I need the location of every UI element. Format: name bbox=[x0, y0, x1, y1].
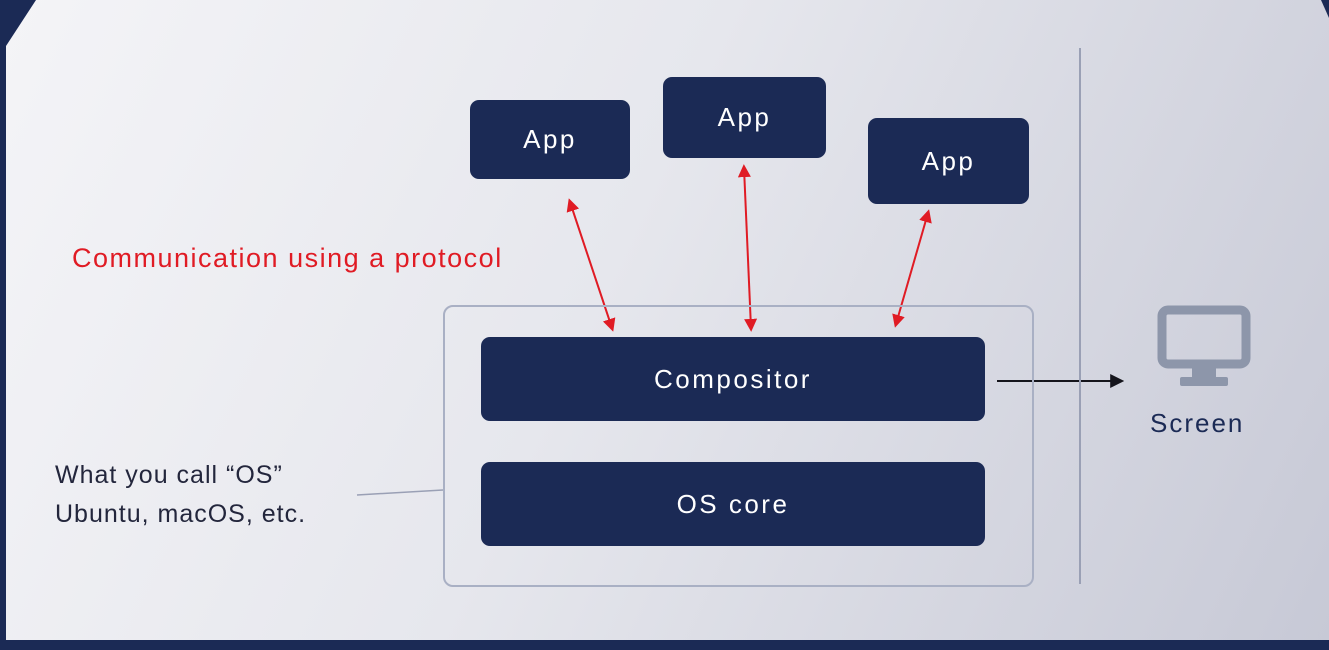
os-note-line1: What you call “OS” bbox=[55, 461, 283, 489]
os-container-box bbox=[443, 305, 1034, 587]
app-label: App bbox=[523, 124, 577, 154]
os-note-line2: Ubuntu, macOS, etc. bbox=[55, 500, 307, 528]
compositor-label: Compositor bbox=[654, 363, 812, 394]
app-box-2: App bbox=[663, 77, 826, 158]
compositor-box: Compositor bbox=[481, 337, 985, 421]
os-note: What you call “OS” Ubuntu, macOS, etc. bbox=[55, 456, 306, 534]
os-core-label: OS core bbox=[676, 488, 790, 519]
protocol-note: Communication using a protocol bbox=[72, 243, 503, 273]
app-label: App bbox=[921, 145, 976, 176]
screen-label: Screen bbox=[1150, 408, 1245, 438]
app-box-1: App bbox=[470, 100, 630, 179]
os-core-box: OS core bbox=[481, 462, 985, 546]
app-box-3: App bbox=[868, 118, 1029, 204]
app-label: App bbox=[717, 102, 772, 132]
